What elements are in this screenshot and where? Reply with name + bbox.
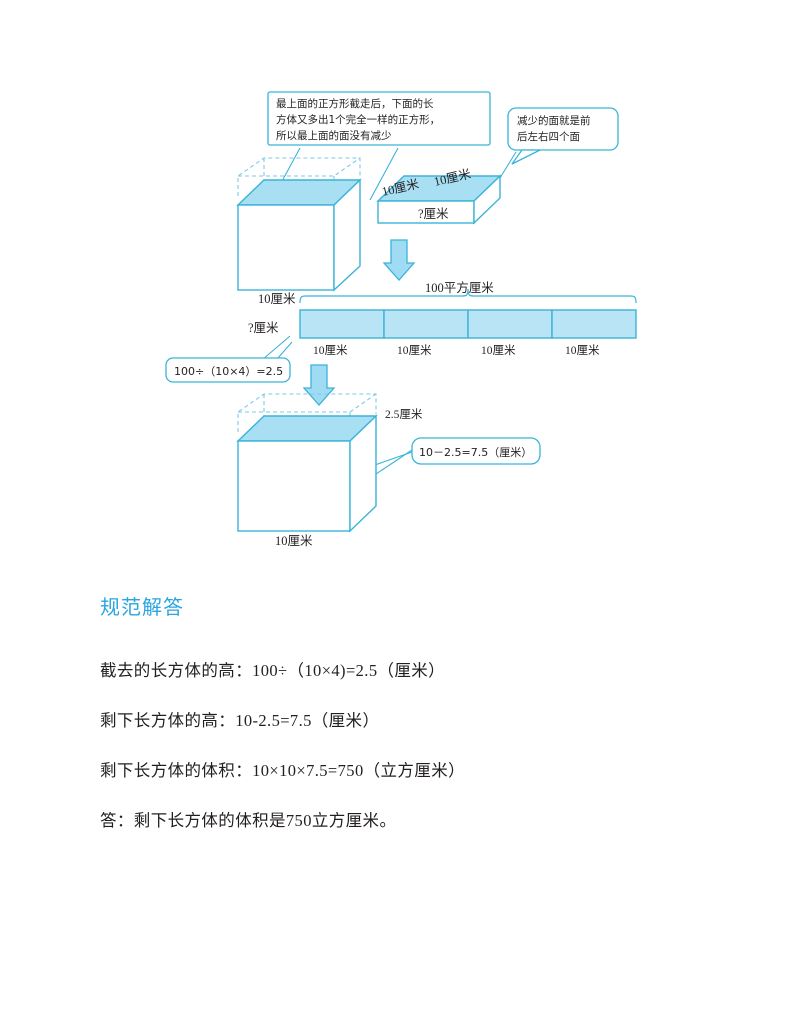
cut-slab-front-label: ?厘米: [418, 207, 449, 221]
callout-remaining-height: 10－2.5=7.5（厘米）: [411, 437, 541, 465]
original-cube-bottom-label: 10厘米: [258, 292, 296, 306]
down-arrow-2-shape: [302, 364, 336, 406]
down-arrow-2: [302, 364, 336, 406]
strip-segment-label-3: 10厘米: [481, 344, 516, 357]
solution-line-3: 剩下长方体的体积：10×10×7.5=750（立方厘米）: [100, 761, 465, 780]
callout-top-face-line1: 最上面的正方形截走后，下面的长: [276, 97, 434, 110]
original-cube: 10厘米: [236, 157, 362, 306]
callout-reduced-faces: 减少的面就是前 后左右四个面: [507, 107, 619, 165]
unfolded-strip-brace: [299, 288, 637, 304]
callout-height-formula-box: [165, 357, 291, 383]
original-cube-front-face: [237, 204, 335, 291]
solution-line-1: 截去的长方体的高：100÷（10×4)=2.5（厘米）: [100, 661, 446, 680]
strip-left-label: ?厘米: [248, 321, 279, 335]
solution-heading: 规范解答: [100, 597, 184, 619]
leader-callout1-to-slab: [369, 147, 399, 201]
original-cube-right-face: [333, 178, 361, 292]
callout-height-formula-text: 100÷（10×4）=2.5: [174, 365, 283, 378]
remaining-cube-front-face: [237, 440, 351, 532]
cut-slab: 10厘米 10厘米 ?厘米: [376, 167, 502, 225]
unfolded-strip: 100平方厘米 ?厘米 10厘米 10厘米 10厘米 10厘米: [248, 280, 637, 357]
leader-callout4-to-cube-2: [371, 451, 413, 467]
callout-reduced-faces-line1: 减少的面就是前: [517, 114, 591, 127]
remaining-cube-height-label: 2.5厘米: [385, 408, 423, 421]
leader-formula-to-strip-2: [277, 341, 293, 359]
callout-reduced-faces-tail: [511, 149, 541, 165]
strip-segment-3: [467, 309, 553, 339]
cut-slab-right-face: [473, 174, 501, 225]
remaining-cube: 2.5厘米 10厘米: [236, 393, 423, 548]
callout-height-formula: 100÷（10×4）=2.5: [165, 357, 291, 383]
solution-line-2: 剩下长方体的高：10-2.5=7.5（厘米）: [100, 711, 380, 730]
strip-segment-label-4: 10厘米: [565, 344, 600, 357]
down-arrow-1-shape: [382, 239, 416, 281]
remaining-cube-bottom-label: 10厘米: [275, 534, 313, 548]
strip-segment-4: [551, 309, 637, 339]
remaining-cube-right-face: [349, 414, 377, 533]
callout-top-face-line3: 所以最上面的面没有减少: [276, 129, 392, 142]
down-arrow-1: [382, 239, 416, 281]
strip-segment-label-2: 10厘米: [397, 344, 432, 357]
callout-top-face-line2: 方体又多出1个完全一样的正方形，: [276, 113, 440, 126]
callout-reduced-faces-line2: 后左右四个面: [517, 130, 580, 143]
strip-segment-2: [383, 309, 469, 339]
strip-segment-label-1: 10厘米: [313, 344, 348, 357]
callout-reduced-faces-box: [507, 107, 619, 151]
callout-remaining-height-text: 10－2.5=7.5（厘米）: [419, 446, 532, 459]
unfolded-strip-brace-label: 100平方厘米: [425, 280, 494, 295]
solution-line-4: 答：剩下长方体的体积是750立方厘米。: [100, 811, 397, 830]
geometry-figure: 最上面的正方形截走后，下面的长 方体又多出1个完全一样的正方形， 所以最上面的面…: [165, 91, 637, 548]
strip-segment-1: [299, 309, 385, 339]
leader-callout2-to-slab: [499, 151, 517, 179]
callout-remaining-height-box: [411, 437, 541, 465]
callout-top-face: 最上面的正方形截走后，下面的长 方体又多出1个完全一样的正方形， 所以最上面的面…: [267, 91, 491, 146]
callout-top-face-box: [267, 91, 491, 146]
leader-formula-to-strip: [261, 335, 291, 361]
